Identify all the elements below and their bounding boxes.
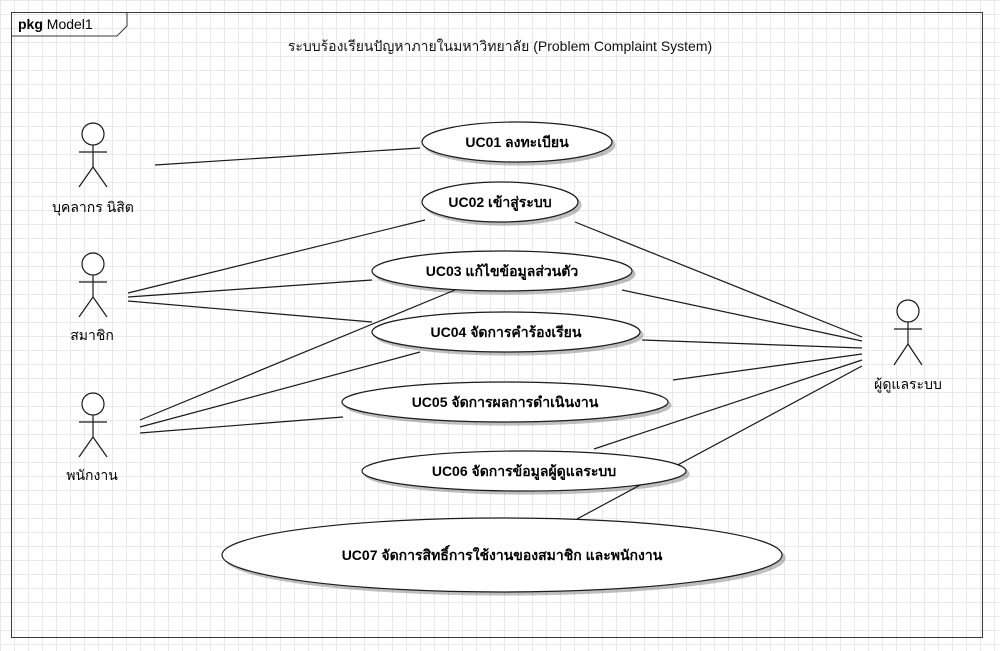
actor-admin-figure[interactable] (893, 299, 923, 366)
package-tab (11, 12, 128, 37)
use-cases (221, 121, 783, 593)
actor-member-figure[interactable] (78, 252, 108, 318)
assoc-personnel-uc01 (154, 147, 421, 166)
system-title: ระบบร้องเรียนปัญหาภายในมหาวิทยาลัย (Prob… (287, 38, 713, 54)
uc07-ellipse[interactable] (221, 517, 783, 593)
assoc-staff-uc05 (139, 416, 344, 434)
uc01-ellipse[interactable] (421, 121, 613, 163)
uc02-ellipse[interactable] (421, 181, 579, 223)
actor-admin-label: ผู้ดูแลระบบ (874, 376, 942, 393)
uc06-label: UC06 จัดการข้อมูลผู้ดูแลระบบ (432, 463, 616, 480)
assoc-staff-uc04 (139, 351, 421, 428)
uc07-label: UC07 จัดการสิทธิ์การใช้งานของสมาชิก และพ… (342, 544, 663, 563)
uc06-ellipse[interactable] (361, 450, 687, 492)
uc05-ellipse[interactable] (341, 381, 669, 423)
assoc-member-uc03 (127, 279, 373, 298)
assoc-member-uc02 (127, 219, 426, 294)
uc03-label: UC03 แก้ไขข้อมูลส่วนตัว (426, 262, 579, 280)
assoc-admin-uc03 (621, 289, 863, 342)
uc01-label: UC01 ลงทะเบียน (465, 134, 569, 150)
actor-personnel-figure[interactable] (78, 122, 108, 188)
associations (127, 147, 863, 520)
uc03-ellipse[interactable] (371, 250, 633, 292)
actor-staff-figure[interactable] (78, 392, 108, 458)
assoc-admin-uc02 (574, 221, 863, 338)
package-keyword: pkg (18, 16, 43, 32)
uc05-label: UC05 จัดการผลการดำเนินงาน (412, 394, 599, 410)
actor-staff-label: พนักงาน (66, 467, 118, 483)
package-frame (11, 12, 983, 638)
package-label: pkg Model1 (18, 16, 93, 32)
assoc-admin-uc07 (576, 365, 863, 520)
assoc-member-uc04 (127, 300, 373, 323)
assoc-admin-uc05 (672, 353, 863, 381)
uc04-ellipse[interactable] (371, 311, 641, 353)
uc02-label: UC02 เข้าสู่ระบบ (448, 194, 551, 211)
package-name: Model1 (46, 16, 93, 32)
actor-personnel-label: บุคลากร นิสิต (52, 199, 134, 216)
assoc-admin-uc06 (593, 359, 863, 450)
actor-member-label: สมาชิก (70, 327, 114, 343)
assoc-staff-uc03 (139, 289, 456, 421)
uc04-label: UC04 จัดการคำร้องเรียน (431, 324, 582, 340)
assoc-admin-uc04 (641, 339, 863, 349)
